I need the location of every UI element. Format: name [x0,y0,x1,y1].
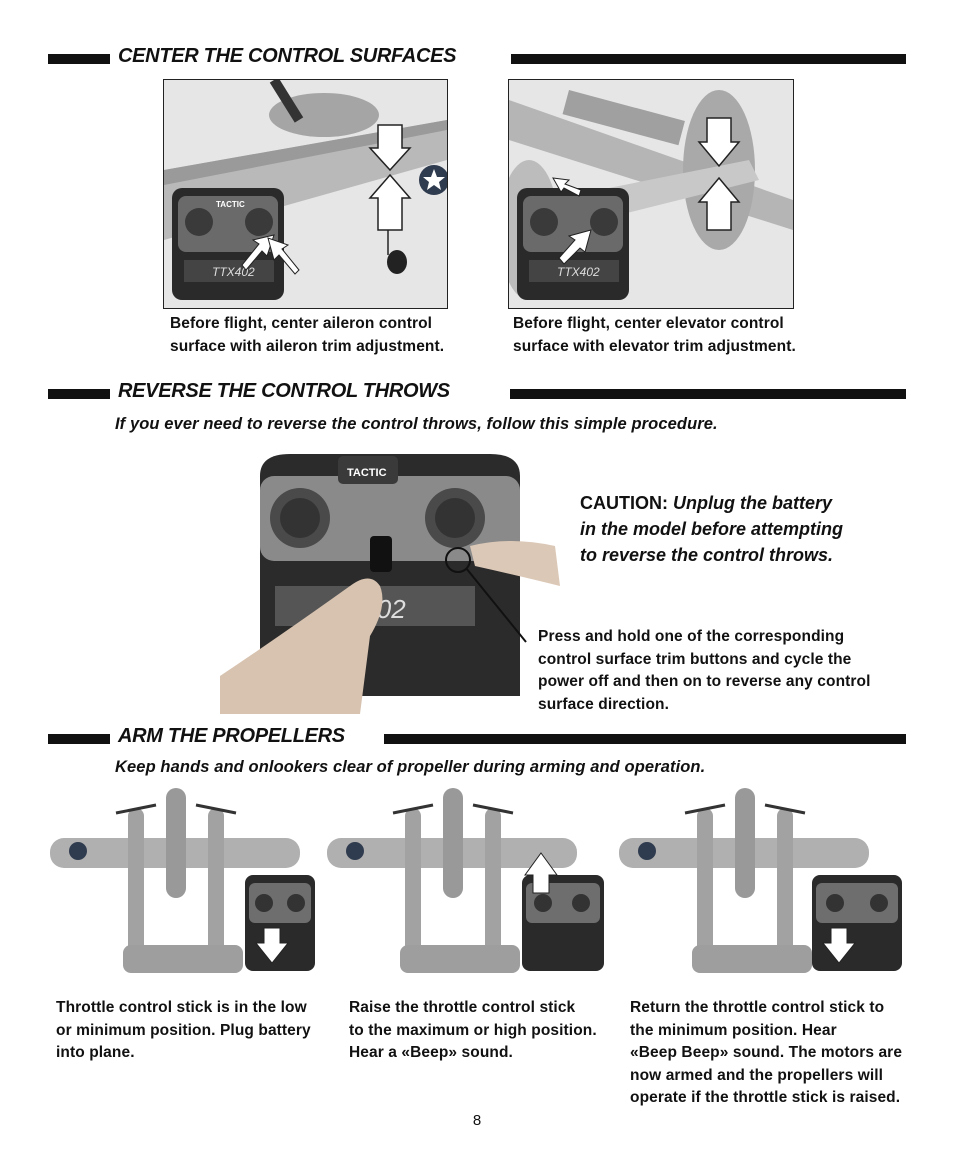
arm-step3-photo [617,783,907,978]
svg-text:TACTIC: TACTIC [347,467,387,479]
arm-step3-caption: Return the throttle control stick to the… [630,997,902,1110]
caption-line: operate if the throttle stick is raised. [630,1089,901,1106]
caption-line: control surface trim buttons and cycle t… [538,650,852,668]
header-bar-left [48,54,110,64]
caution-label: CAUTION: [580,493,668,513]
caution-text-line: Unplug the battery [673,493,833,513]
caption-line: Throttle control stick is in the low [56,999,307,1016]
caption-line: Raise the throttle control stick [349,999,576,1016]
section-title: REVERSE THE CONTROL THROWS [118,380,454,403]
caption-line: to the maximum or high position. [349,1021,597,1039]
svg-text:TACTIC: TACTIC [216,200,245,209]
caption-line: surface with aileron trim adjustment. [170,337,445,355]
caption-line: Press and hold one of the corresponding [538,628,845,645]
elevator-trim-photo: TTX402 [508,79,794,309]
transmitter-reverse-photo: TACTIC X402 SLT [220,446,565,714]
section-title: CENTER THE CONTROL SURFACES [118,45,461,68]
arm-step1-caption: Throttle control stick is in the low or … [56,997,311,1065]
caption-line: «Beep Beep» sound. The motors are [630,1044,903,1061]
aileron-caption: Before flight, center aileron control su… [170,313,444,358]
svg-text:TTX402: TTX402 [557,265,600,279]
caution-block: CAUTION: Unplug the battery in the model… [580,490,843,568]
caption-line: power off and then on to reverse any con… [538,673,871,690]
caption-line: into plane. [56,1044,135,1061]
caption-line: Before flight, center elevator control [513,315,784,332]
caption-line: the minimum position. Hear [630,1021,837,1039]
section-title: ARM THE PROPELLERS [118,725,349,748]
caption-line: surface with elevator trim adjustment. [513,337,796,355]
press-hold-caption: Press and hold one of the corresponding … [538,626,871,716]
caution-text-line: in the model before attempting [580,519,844,539]
arm-step2-caption: Raise the throttle control stick to the … [349,997,597,1065]
header-bar-right [384,734,906,744]
arm-step2-photo [325,783,610,978]
elevator-caption: Before flight, center elevator control s… [513,313,796,358]
aileron-trim-photo: TACTIC TTX402 [163,79,448,309]
section-header-reverse: REVERSE THE CONTROL THROWS [48,380,906,405]
caption-line: Return the throttle control stick to [630,999,885,1016]
caption-line: surface direction. [538,695,670,713]
caption-line: Before flight, center aileron control [170,315,433,332]
caption-line: or minimum position. Plug battery [56,1021,311,1039]
header-bar-left [48,734,110,744]
reverse-subtitle: If you ever need to reverse the control … [115,415,718,433]
caption-line: now armed and the propellers will [630,1066,884,1084]
header-bar-left [48,389,110,399]
page-number: 8 [472,1112,482,1129]
arm-step1-photo [48,783,318,978]
caption-line: Hear a «Beep» sound. [349,1044,513,1061]
caution-text-line: to reverse the control throws. [580,545,834,565]
header-bar-right [511,54,906,64]
header-bar-right [510,389,906,399]
arm-subtitle: Keep hands and onlookers clear of propel… [115,758,706,776]
section-header-center: CENTER THE CONTROL SURFACES [48,45,906,70]
section-header-arm: ARM THE PROPELLERS [48,725,906,750]
